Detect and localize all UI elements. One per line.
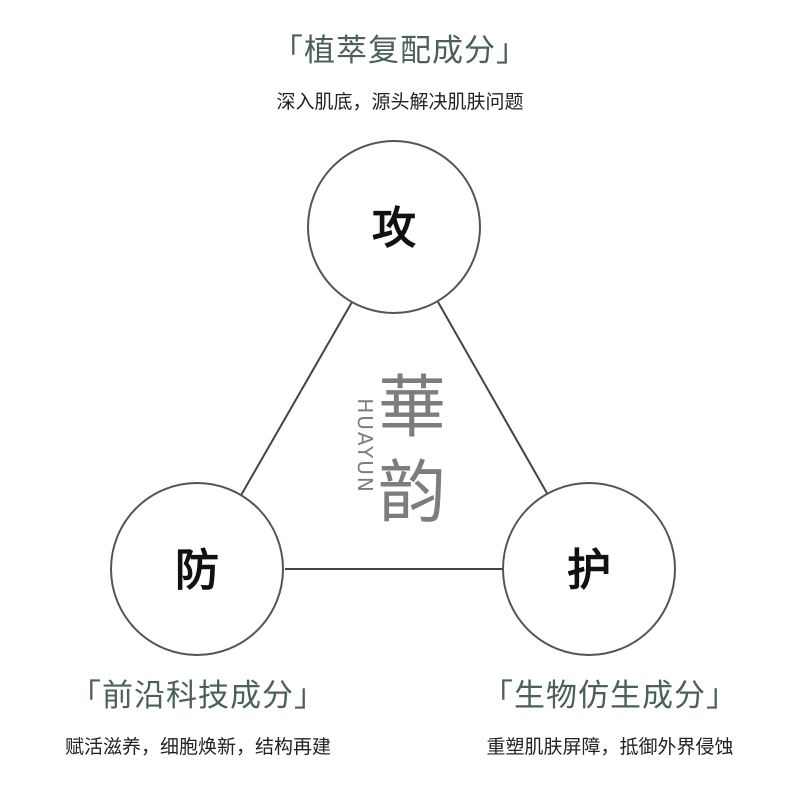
logo-english: HUAYUN [353, 398, 377, 494]
node-left: 防 [110, 482, 284, 656]
node-left-label: 防 [175, 545, 219, 596]
top-heading: 「植萃复配成分」 [272, 33, 528, 69]
node-right-label: 护 [567, 545, 611, 596]
edge-top-right [437, 301, 549, 496]
node-right-circle [502, 482, 676, 656]
logo-char-2: 韵 [378, 454, 446, 533]
node-left-circle [110, 482, 284, 656]
right-heading: 「生物仿生成分」 [482, 678, 738, 714]
node-right: 护 [502, 482, 676, 656]
logo-char-1: 華 [378, 369, 446, 448]
right-subtitle: 重塑肌肤屏障，抵御外界侵蚀 [486, 736, 734, 758]
node-top-circle [307, 140, 481, 314]
left-heading: 「前沿科技成分」 [70, 678, 326, 714]
node-top-label: 攻 [372, 203, 416, 254]
left-subtitle: 赋活滋养，细胞焕新，结构再建 [64, 736, 331, 758]
top-subtitle: 深入肌底，源头解决肌肤问题 [276, 91, 524, 113]
huayun-logo: 華 韵 HUAYUN [353, 369, 446, 533]
node-top: 攻 [307, 140, 481, 314]
edge-top-left [239, 301, 353, 498]
